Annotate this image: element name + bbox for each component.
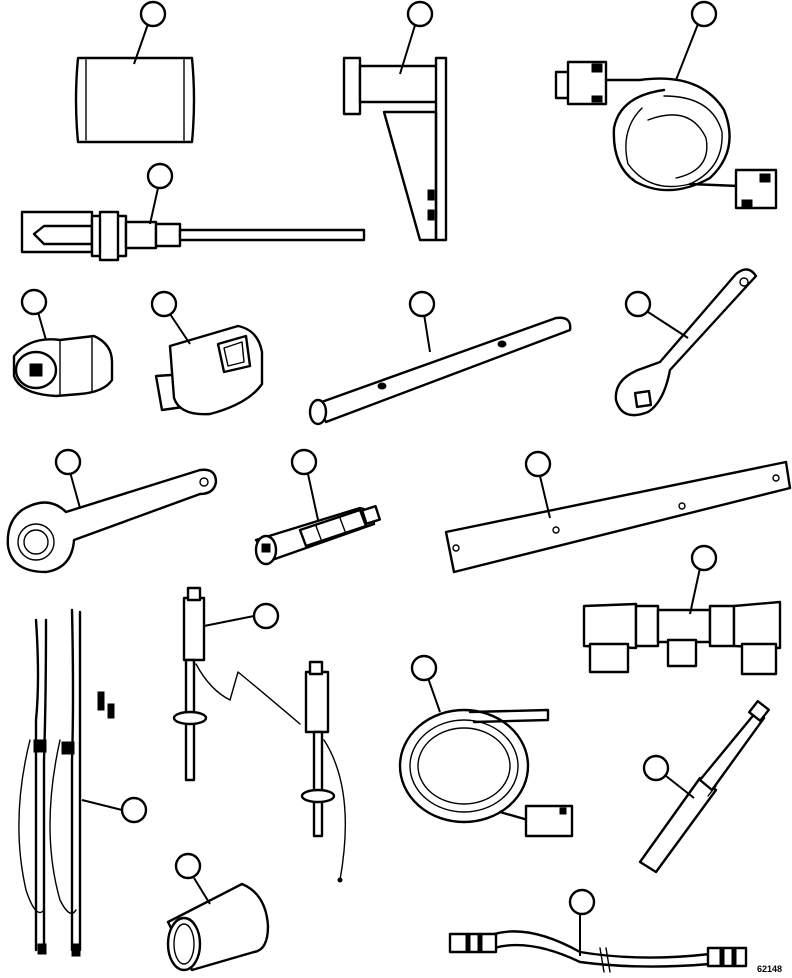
callout-bubble <box>568 888 596 916</box>
tee-fitting <box>582 544 782 676</box>
callout-bubble <box>408 290 436 318</box>
callout-bubble <box>642 754 670 782</box>
callout-bubble <box>690 544 718 572</box>
callout-bubble <box>150 290 178 318</box>
callout-bubble <box>290 448 318 476</box>
rod-tool <box>638 699 771 874</box>
flat-bar <box>444 450 792 574</box>
callout-bubble <box>54 448 82 476</box>
callout-bubble <box>120 796 148 824</box>
drive-socket <box>150 290 264 416</box>
callout-bubble <box>252 602 280 630</box>
connector-cable <box>554 0 778 210</box>
probe-harness <box>18 608 148 957</box>
ring-collar <box>166 852 270 972</box>
tubular-handle <box>308 290 572 426</box>
open-end-wrench <box>614 268 758 417</box>
coiled-lead <box>398 654 574 838</box>
callout-bubble <box>146 162 174 190</box>
sensor-probes <box>172 586 347 883</box>
puller-rod <box>20 162 366 262</box>
figure-number: 62148 <box>756 964 782 974</box>
sleeve-block <box>74 0 196 144</box>
callout-bubble <box>20 288 48 316</box>
callout-bubble <box>410 654 438 682</box>
callout-bubble <box>624 290 652 318</box>
box-end-wrench <box>6 448 218 574</box>
callout-bubble <box>174 852 202 880</box>
square-socket <box>12 288 114 398</box>
extension-adapter <box>254 448 382 566</box>
callout-bubble <box>524 450 552 478</box>
test-hose <box>448 888 748 973</box>
callout-bubble <box>690 0 718 28</box>
mounting-bracket <box>342 0 448 242</box>
callout-bubble <box>139 0 167 28</box>
callout-bubble <box>406 0 434 28</box>
